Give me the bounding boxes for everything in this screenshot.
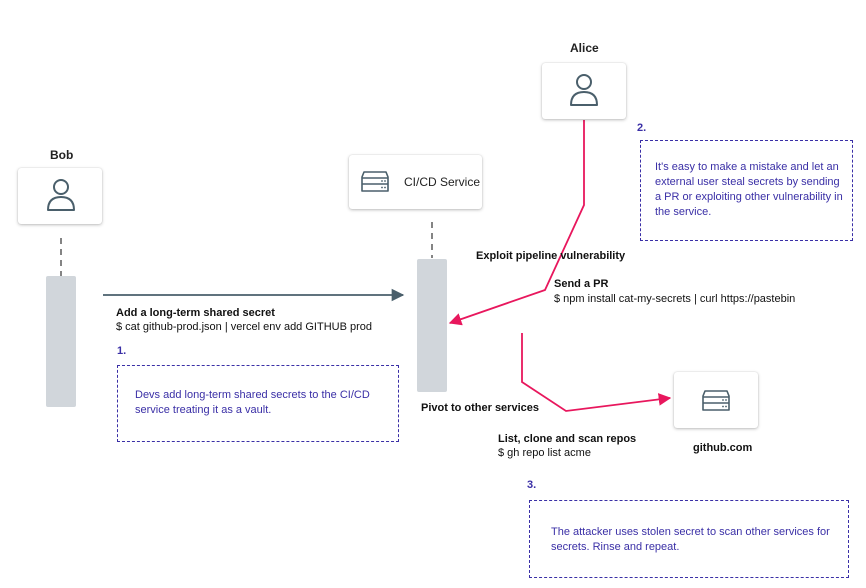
github-label: github.com	[693, 442, 753, 454]
alice-name: Alice	[570, 41, 599, 55]
add-secret-title: Add a long-term shared secret	[116, 307, 275, 319]
scan-title: List, clone and scan repos	[498, 433, 637, 445]
note-2-number: 2.	[637, 122, 647, 134]
send-pr-title: Send a PR	[554, 278, 609, 290]
note-3-number: 3.	[527, 479, 537, 491]
bob-name: Bob	[50, 148, 74, 162]
note-3: The attacker uses stolen secret to scan …	[529, 500, 849, 578]
pivot-title: Pivot to other services	[421, 402, 539, 414]
note-1: Devs add long-term shared secrets to the…	[117, 365, 399, 442]
user-icon	[570, 74, 598, 106]
pivot-arrow	[521, 333, 672, 412]
server-icon	[702, 390, 730, 411]
github-card	[674, 372, 758, 428]
bob-lifeline	[46, 276, 76, 407]
bob-card	[18, 168, 102, 224]
user-icon	[47, 179, 75, 211]
cicd-service-label: CI/CD Service	[404, 175, 481, 189]
note-2-text: It's easy to make a mistake and let an e…	[655, 161, 843, 218]
add-secret-command: $ cat github-prod.json | vercel env add …	[116, 321, 372, 333]
cicd-lifeline	[417, 259, 447, 392]
exploit-title: Exploit pipeline vulnerability	[476, 250, 626, 262]
attack-arrow	[448, 120, 585, 326]
note-3-text: The attacker uses stolen secret to scan …	[551, 526, 830, 553]
note-1-number: 1.	[117, 345, 127, 357]
scan-command: $ gh repo list acme	[498, 447, 591, 459]
note-2: It's easy to make a mistake and let an e…	[640, 140, 853, 241]
server-icon	[361, 171, 389, 192]
send-pr-command: $ npm install cat-my-secrets | curl http…	[554, 293, 796, 305]
note-1-text: Devs add long-term shared secrets to the…	[135, 389, 370, 416]
cicd-service-card: CI/CD Service	[349, 155, 482, 209]
alice-card	[542, 63, 626, 119]
